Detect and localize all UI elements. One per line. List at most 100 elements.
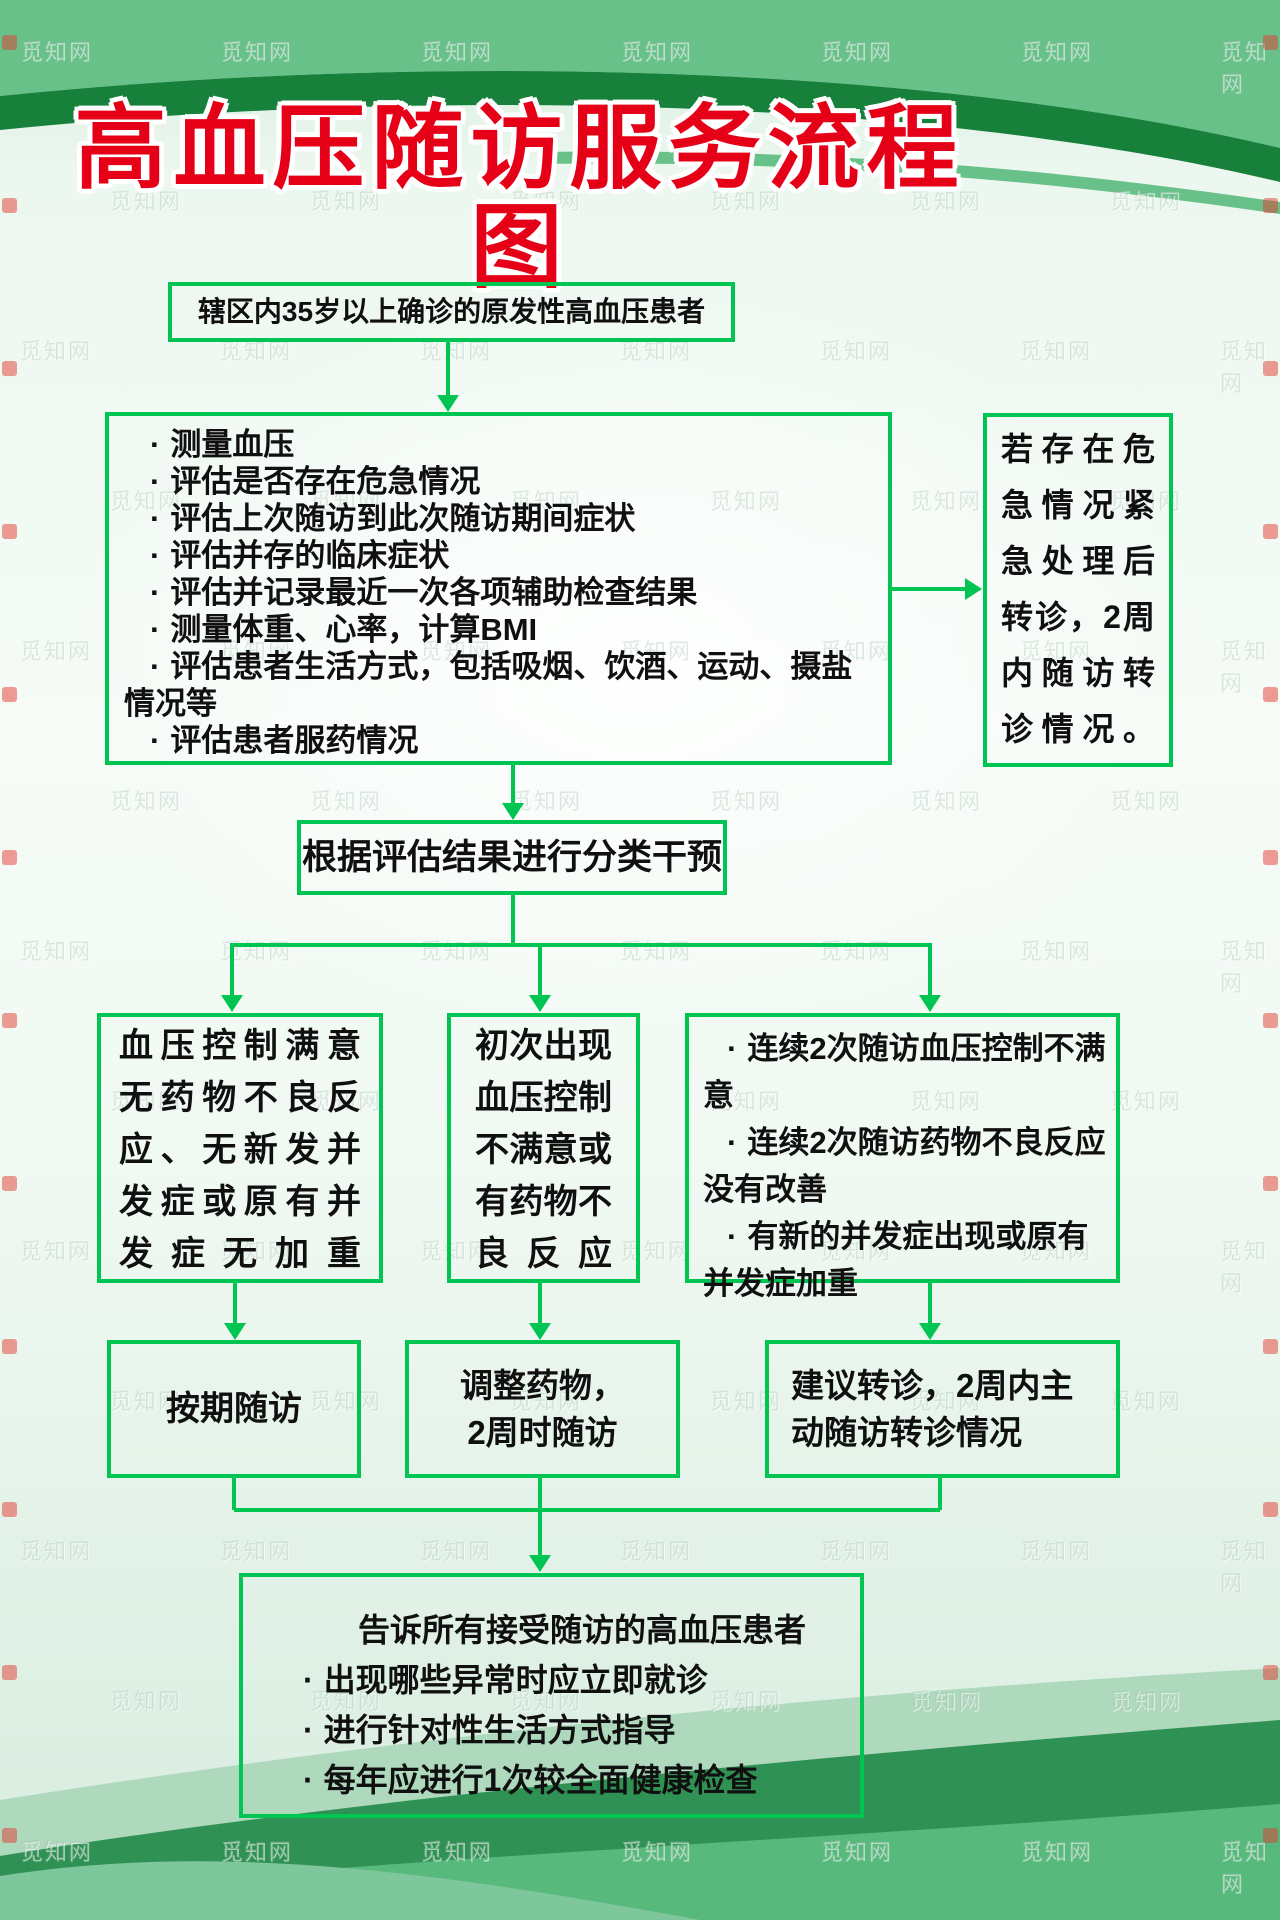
branch-item: 连续2次随访药物不良反应没有改善 [703, 1125, 1106, 1207]
watermark-text: 觅知网 [20, 1539, 93, 1564]
watermark-text: 觅知网 [820, 1539, 893, 1564]
arrowhead-assess-to-emergency [965, 578, 982, 600]
branch-item: 连续2次随访血压控制不满意 [703, 1031, 1106, 1113]
flow-node-start: 辖区内35岁以上确诊的原发性高血压患者 [168, 282, 735, 342]
action-line: 2周时随访 [467, 1414, 618, 1451]
branch-line: 血压控制 [475, 1079, 612, 1117]
emergency-line: 诊情况。 [1001, 711, 1155, 747]
branch-line: 初次出现 [475, 1027, 612, 1065]
watermark-logo [1263, 1502, 1278, 1517]
arrowhead-start-to-assess [437, 395, 459, 412]
emergency-line: 若存在危 [1001, 431, 1155, 467]
bullet-dot: · [303, 1662, 314, 1698]
bullet-dot: · [150, 649, 161, 684]
flow-node-action-refer: 建议转诊，2周内主 动随访转诊情况 [765, 1340, 1120, 1478]
watermark-logo [2, 361, 17, 376]
flow-node-emergency: 若存在危 急情况紧 急处理后 转诊，2周 内随访转 诊情况。 [983, 413, 1173, 767]
arrowhead-merge-to-tell [529, 1555, 551, 1572]
watermark-text: 觅知网 [1220, 639, 1269, 696]
bullet-dot: · [727, 1031, 738, 1066]
branch-line: 血压控制满意 [119, 1027, 361, 1065]
watermark-logo [2, 687, 17, 702]
list-item: ·评估患者服药情况 [124, 722, 868, 759]
flow-node-classify: 根据评估结果进行分类干预 [297, 820, 727, 895]
list-item: ·进行针对性生活方式指导 [303, 1705, 860, 1755]
bullet-dot: · [150, 612, 161, 647]
bullet-dot: · [150, 464, 161, 499]
branch-line: 不满意或 [475, 1131, 612, 1169]
emergency-line: 内随访转 [1001, 655, 1155, 691]
flow-node-action-adjust: 调整药物， 2周时随访 [405, 1340, 680, 1478]
list-item: · 测量体重、心率，计算BMI [124, 611, 868, 648]
branch-line: 应、无新发并 [119, 1131, 361, 1169]
tell-all-item: 每年应进行1次较全面健康检查 [323, 1762, 758, 1798]
top-band-dark [0, 70, 1280, 182]
bullet-dot: · [150, 427, 161, 462]
assessment-item: 评估并存的临床症状 [170, 538, 450, 573]
bullet-dot: · [727, 1125, 738, 1160]
watermark-text: 觅知网 [1220, 1239, 1269, 1296]
list-item: · 评估并记录最近一次各项辅助检查结果 [124, 574, 868, 611]
watermark-text: 觅知网 [510, 789, 583, 814]
watermark-logo [1263, 850, 1278, 865]
top-band-thin [540, 151, 1280, 214]
classify-text: 根据评估结果进行分类干预 [301, 838, 722, 877]
assessment-item: 评估患者生活方式，包括吸烟、饮酒、运动、摄盐情况等 [124, 649, 853, 721]
flow-node-branch-satisfied: 血压控制满意 无药物不良反 应、无新发并 发症或原有并 发症无加重 [97, 1013, 383, 1283]
top-swoosh-decoration [0, 0, 1280, 214]
flow-node-action-regular: 按期随访 [107, 1340, 361, 1478]
bullet-dot: · [150, 723, 161, 758]
emergency-line: 急处理后 [1001, 543, 1155, 579]
flow-node-branch-first-unsatisfied: 初次出现 血压控制 不满意或 有药物不 良反应 [447, 1013, 640, 1283]
watermark-text: 觅知网 [20, 1239, 93, 1264]
watermark-text: 觅知网 [1020, 1539, 1093, 1564]
bullet-dot: · [303, 1712, 314, 1748]
tell-all-item: 进行针对性生活方式指导 [323, 1712, 676, 1748]
watermark-text: 觅知网 [20, 339, 93, 364]
list-item: · 评估是否存在危急情况 [124, 463, 868, 500]
assessment-item: 测量体重、心率，计算BMI [170, 612, 538, 647]
bottom-wave-decoration [0, 1668, 1280, 1920]
watermark-logo [2, 1339, 17, 1354]
list-item: ·连续2次随访药物不良反应没有改善 [703, 1119, 1106, 1213]
watermark-text: 觅知网 [910, 789, 983, 814]
watermark-text: 觅知网 [820, 939, 893, 964]
watermark-text: 觅知网 [910, 489, 983, 514]
branch-line: 发症或原有并 [119, 1183, 361, 1221]
watermark-logo [2, 1502, 17, 1517]
watermark-logo [1263, 1013, 1278, 1028]
arrowhead-branch-left [221, 995, 243, 1012]
list-item: ·评估并存的临床症状 [124, 537, 868, 574]
list-item: ·有新的并发症出现或原有并发症加重 [703, 1213, 1106, 1307]
top-band-medium [0, 0, 1280, 148]
watermark-text: 觅知网 [310, 789, 383, 814]
assessment-item: 评估并记录最近一次各项辅助检查结果 [170, 575, 698, 610]
watermark-text: 觅知网 [220, 1539, 293, 1564]
arrowhead-left-action [224, 1323, 246, 1340]
watermark-logo [2, 524, 17, 539]
branch-line: 发症无加重 [119, 1235, 361, 1273]
list-item: ·连续2次随访血压控制不满意 [703, 1025, 1106, 1119]
arrowhead-branch-right [919, 995, 941, 1012]
flow-node-branch-repeat-unsatisfied: ·连续2次随访血压控制不满意 ·连续2次随访药物不良反应没有改善 ·有新的并发症… [685, 1013, 1120, 1301]
watermark-text: 觅知网 [1110, 1089, 1183, 1114]
watermark-text: 觅知网 [220, 939, 293, 964]
action-line: 动随访转诊情况 [791, 1414, 1022, 1451]
watermark-logo [2, 1176, 17, 1191]
branch-line: 无药物不良反 [119, 1079, 361, 1117]
watermark-logo [1263, 687, 1278, 702]
bullet-dot: · [150, 575, 161, 610]
assessment-item: 评估是否存在危急情况 [170, 464, 481, 499]
branch-item: 有新的并发症出现或原有并发症加重 [703, 1219, 1089, 1301]
watermark-logo [2, 850, 17, 865]
arrowhead-assess-to-classify [502, 803, 524, 820]
bullet-dot: · [303, 1762, 314, 1798]
watermark-text: 觅知网 [1220, 939, 1269, 996]
list-item: ·评估上次随访到此次随访期间症状 [124, 500, 868, 537]
flow-node-assessment: ·测量血压 ·评估是否存在危急情况 ·评估上次随访到此次随访期间症状 ·评估并存… [105, 412, 892, 765]
watermark-logo [2, 1013, 17, 1028]
branch-line: 有药物不 [475, 1183, 612, 1221]
action-text: 按期随访 [166, 1390, 302, 1428]
watermark-logo [1263, 1339, 1278, 1354]
